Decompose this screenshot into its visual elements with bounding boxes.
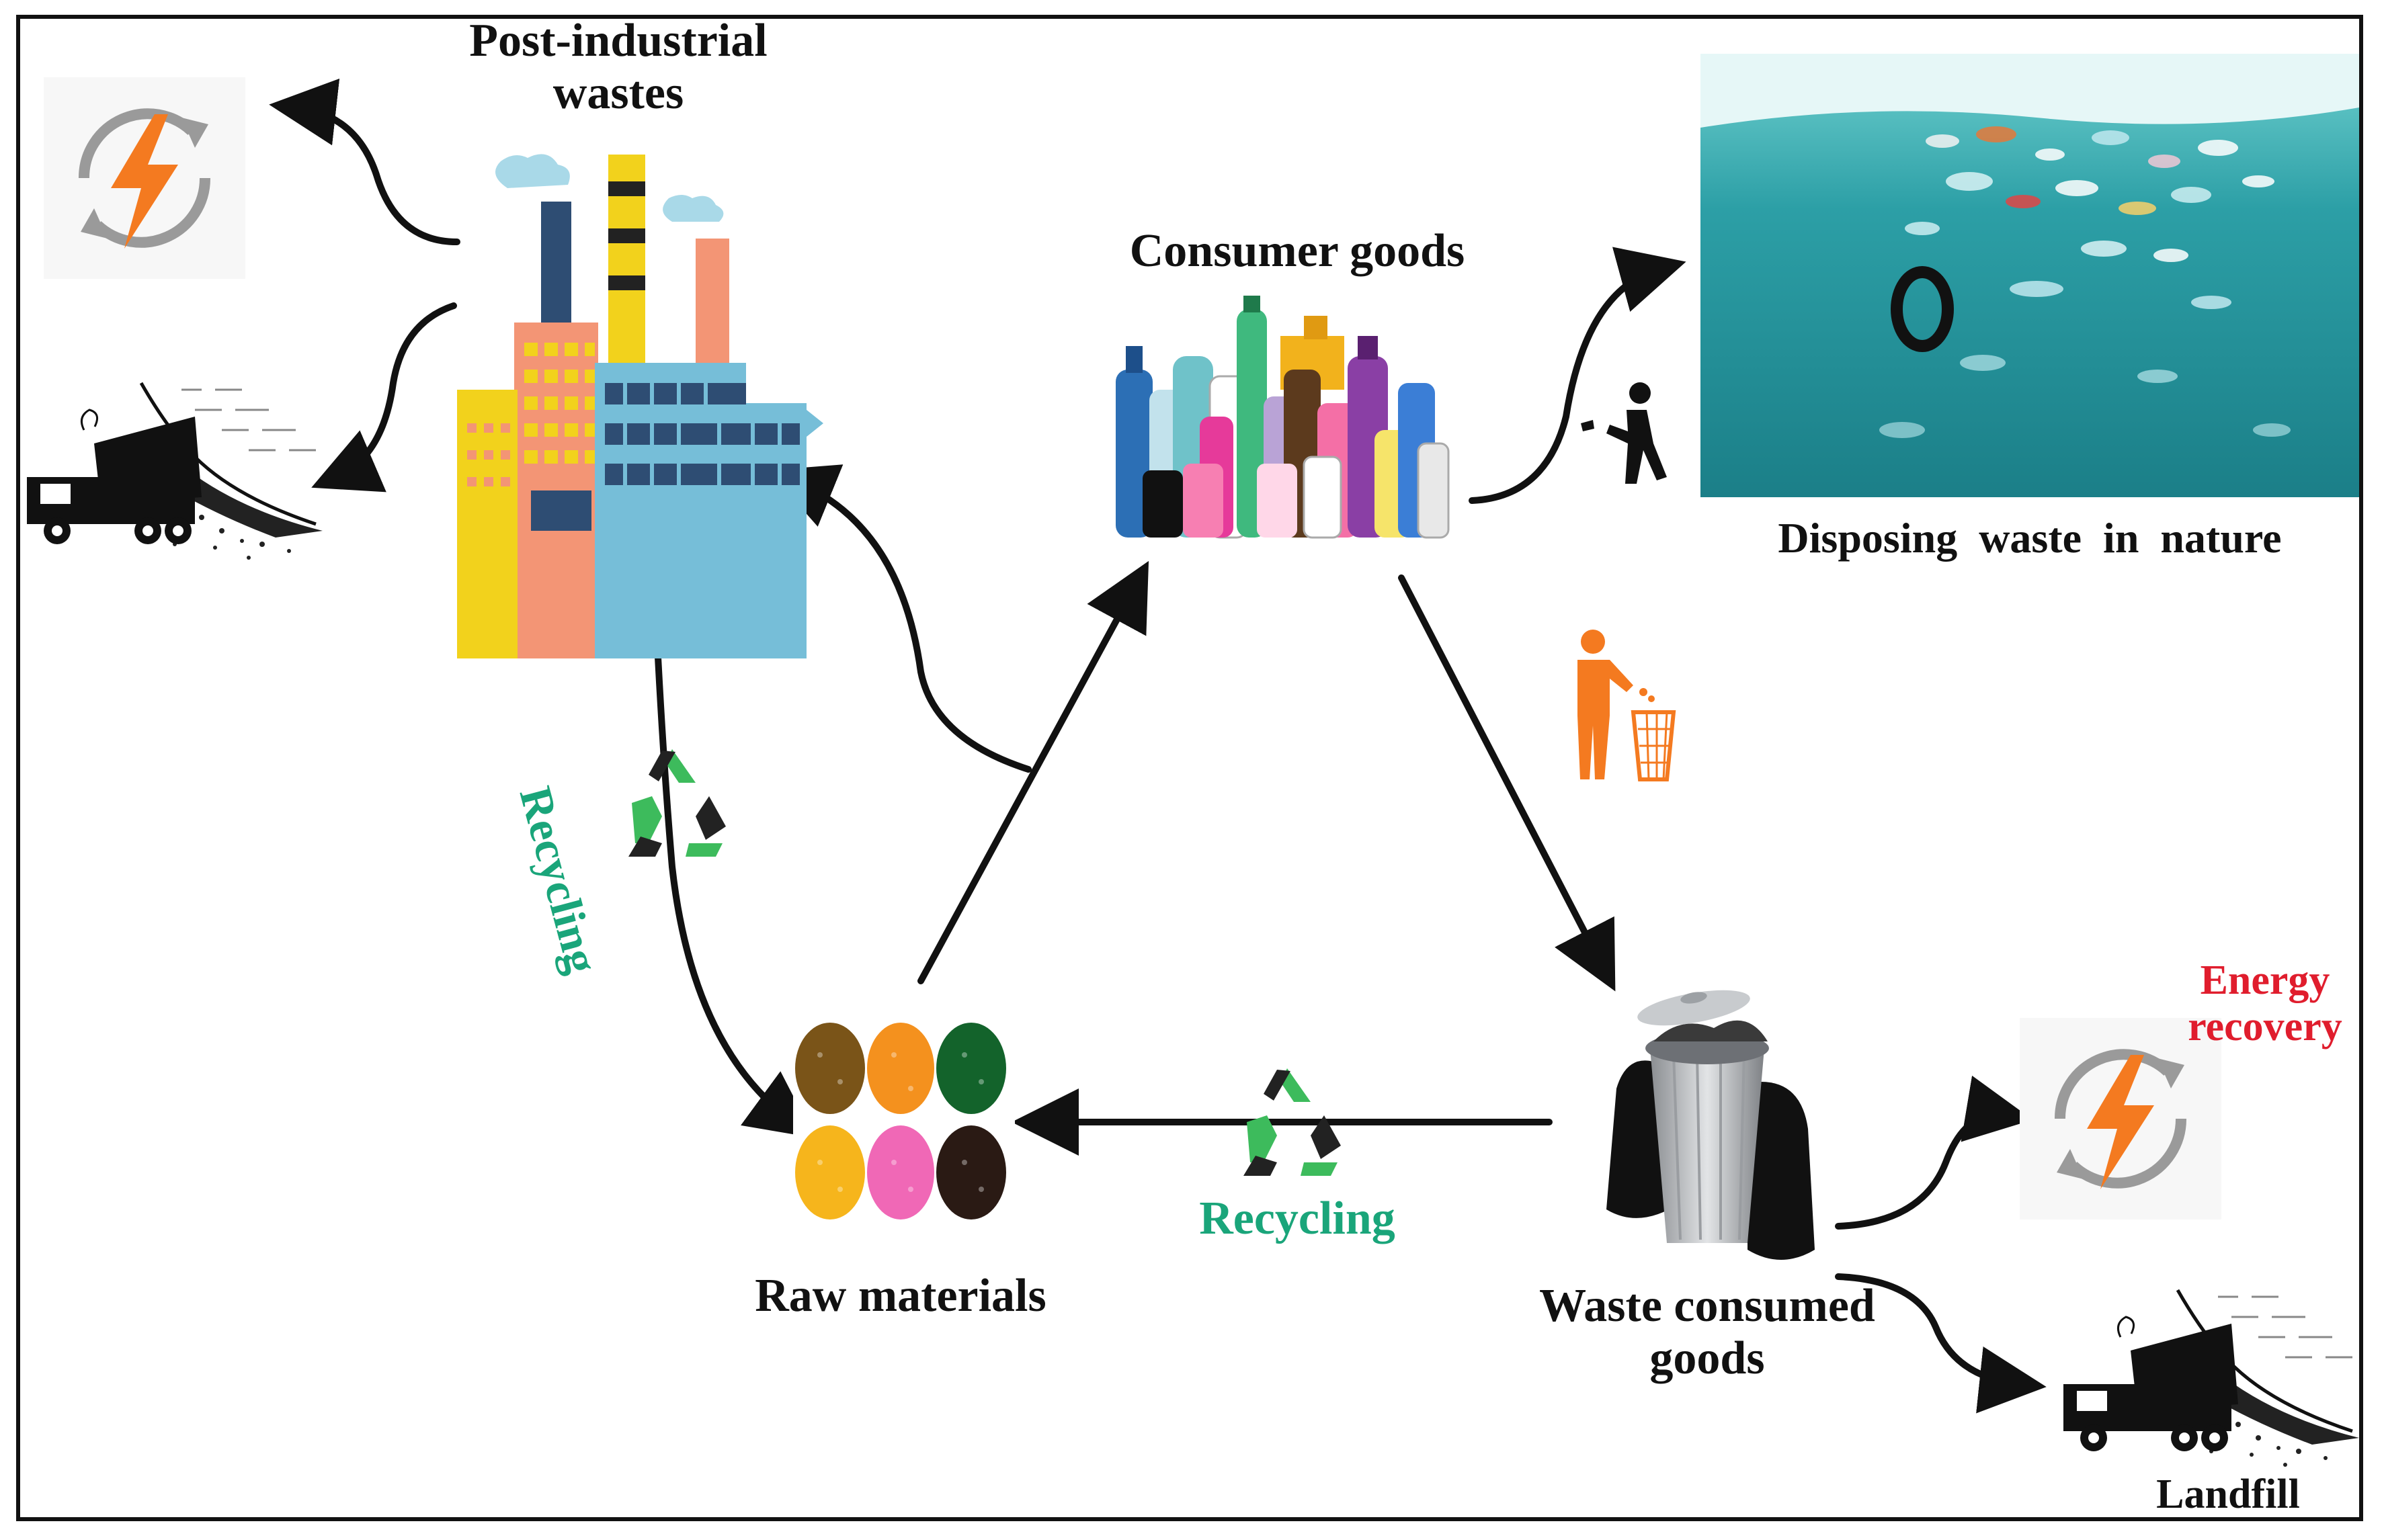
arrow-to-factory	[768, 464, 1032, 773]
recycle-icon	[628, 749, 726, 857]
energy-recovery-line1: Energy	[2200, 957, 2330, 1003]
factory-icon	[457, 154, 823, 658]
post-industrial-title: Post-industrial wastes	[430, 15, 807, 120]
arrow-consumer-to-waste	[1398, 574, 1616, 992]
arrow-factory-to-energy	[269, 78, 460, 245]
littering-person-icon	[1581, 382, 1667, 484]
consumer-goods-label: Consumer goods	[1129, 225, 1465, 277]
energy-recovery-line2: recovery	[2188, 1004, 2342, 1050]
person-using-bin-icon	[1577, 630, 1676, 781]
arrow-waste-to-energy	[1835, 1075, 2033, 1230]
arrow-factory-to-landfill	[311, 302, 457, 493]
plastic-bottles-icon	[1102, 296, 1458, 551]
arrow-raw-to-consumer	[917, 560, 1149, 984]
recycling-horizontal-label: Recycling	[1199, 1193, 1395, 1244]
plastic-pellets-icon	[793, 1015, 1015, 1230]
post-industrial-line1: Post-industrial	[469, 15, 768, 67]
raw-materials-label: Raw materials	[755, 1270, 1046, 1322]
landfill-label: Landfill	[2156, 1471, 2300, 1517]
arrow-consumer-to-nature	[1469, 247, 1686, 504]
waste-consumed-title: Waste consumed goods	[1506, 1280, 1909, 1385]
arrow-waste-to-landfill	[1835, 1273, 2047, 1414]
ocean-plastic-icon	[1700, 54, 2359, 497]
disposing-waste-label: Disposing waste in nature	[1778, 514, 2282, 562]
dump-truck-icon	[27, 383, 323, 560]
energy-recovery-icon	[44, 77, 245, 279]
waste-consumed-line1: Waste consumed	[1539, 1280, 1875, 1332]
energy-recovery-title: Energy recovery	[2164, 957, 2366, 1051]
waste-consumed-line2: goods	[1649, 1332, 1765, 1385]
post-industrial-line2: wastes	[552, 67, 684, 120]
trash-can-icon	[1606, 990, 1815, 1260]
dump-truck-icon	[2063, 1290, 2359, 1467]
